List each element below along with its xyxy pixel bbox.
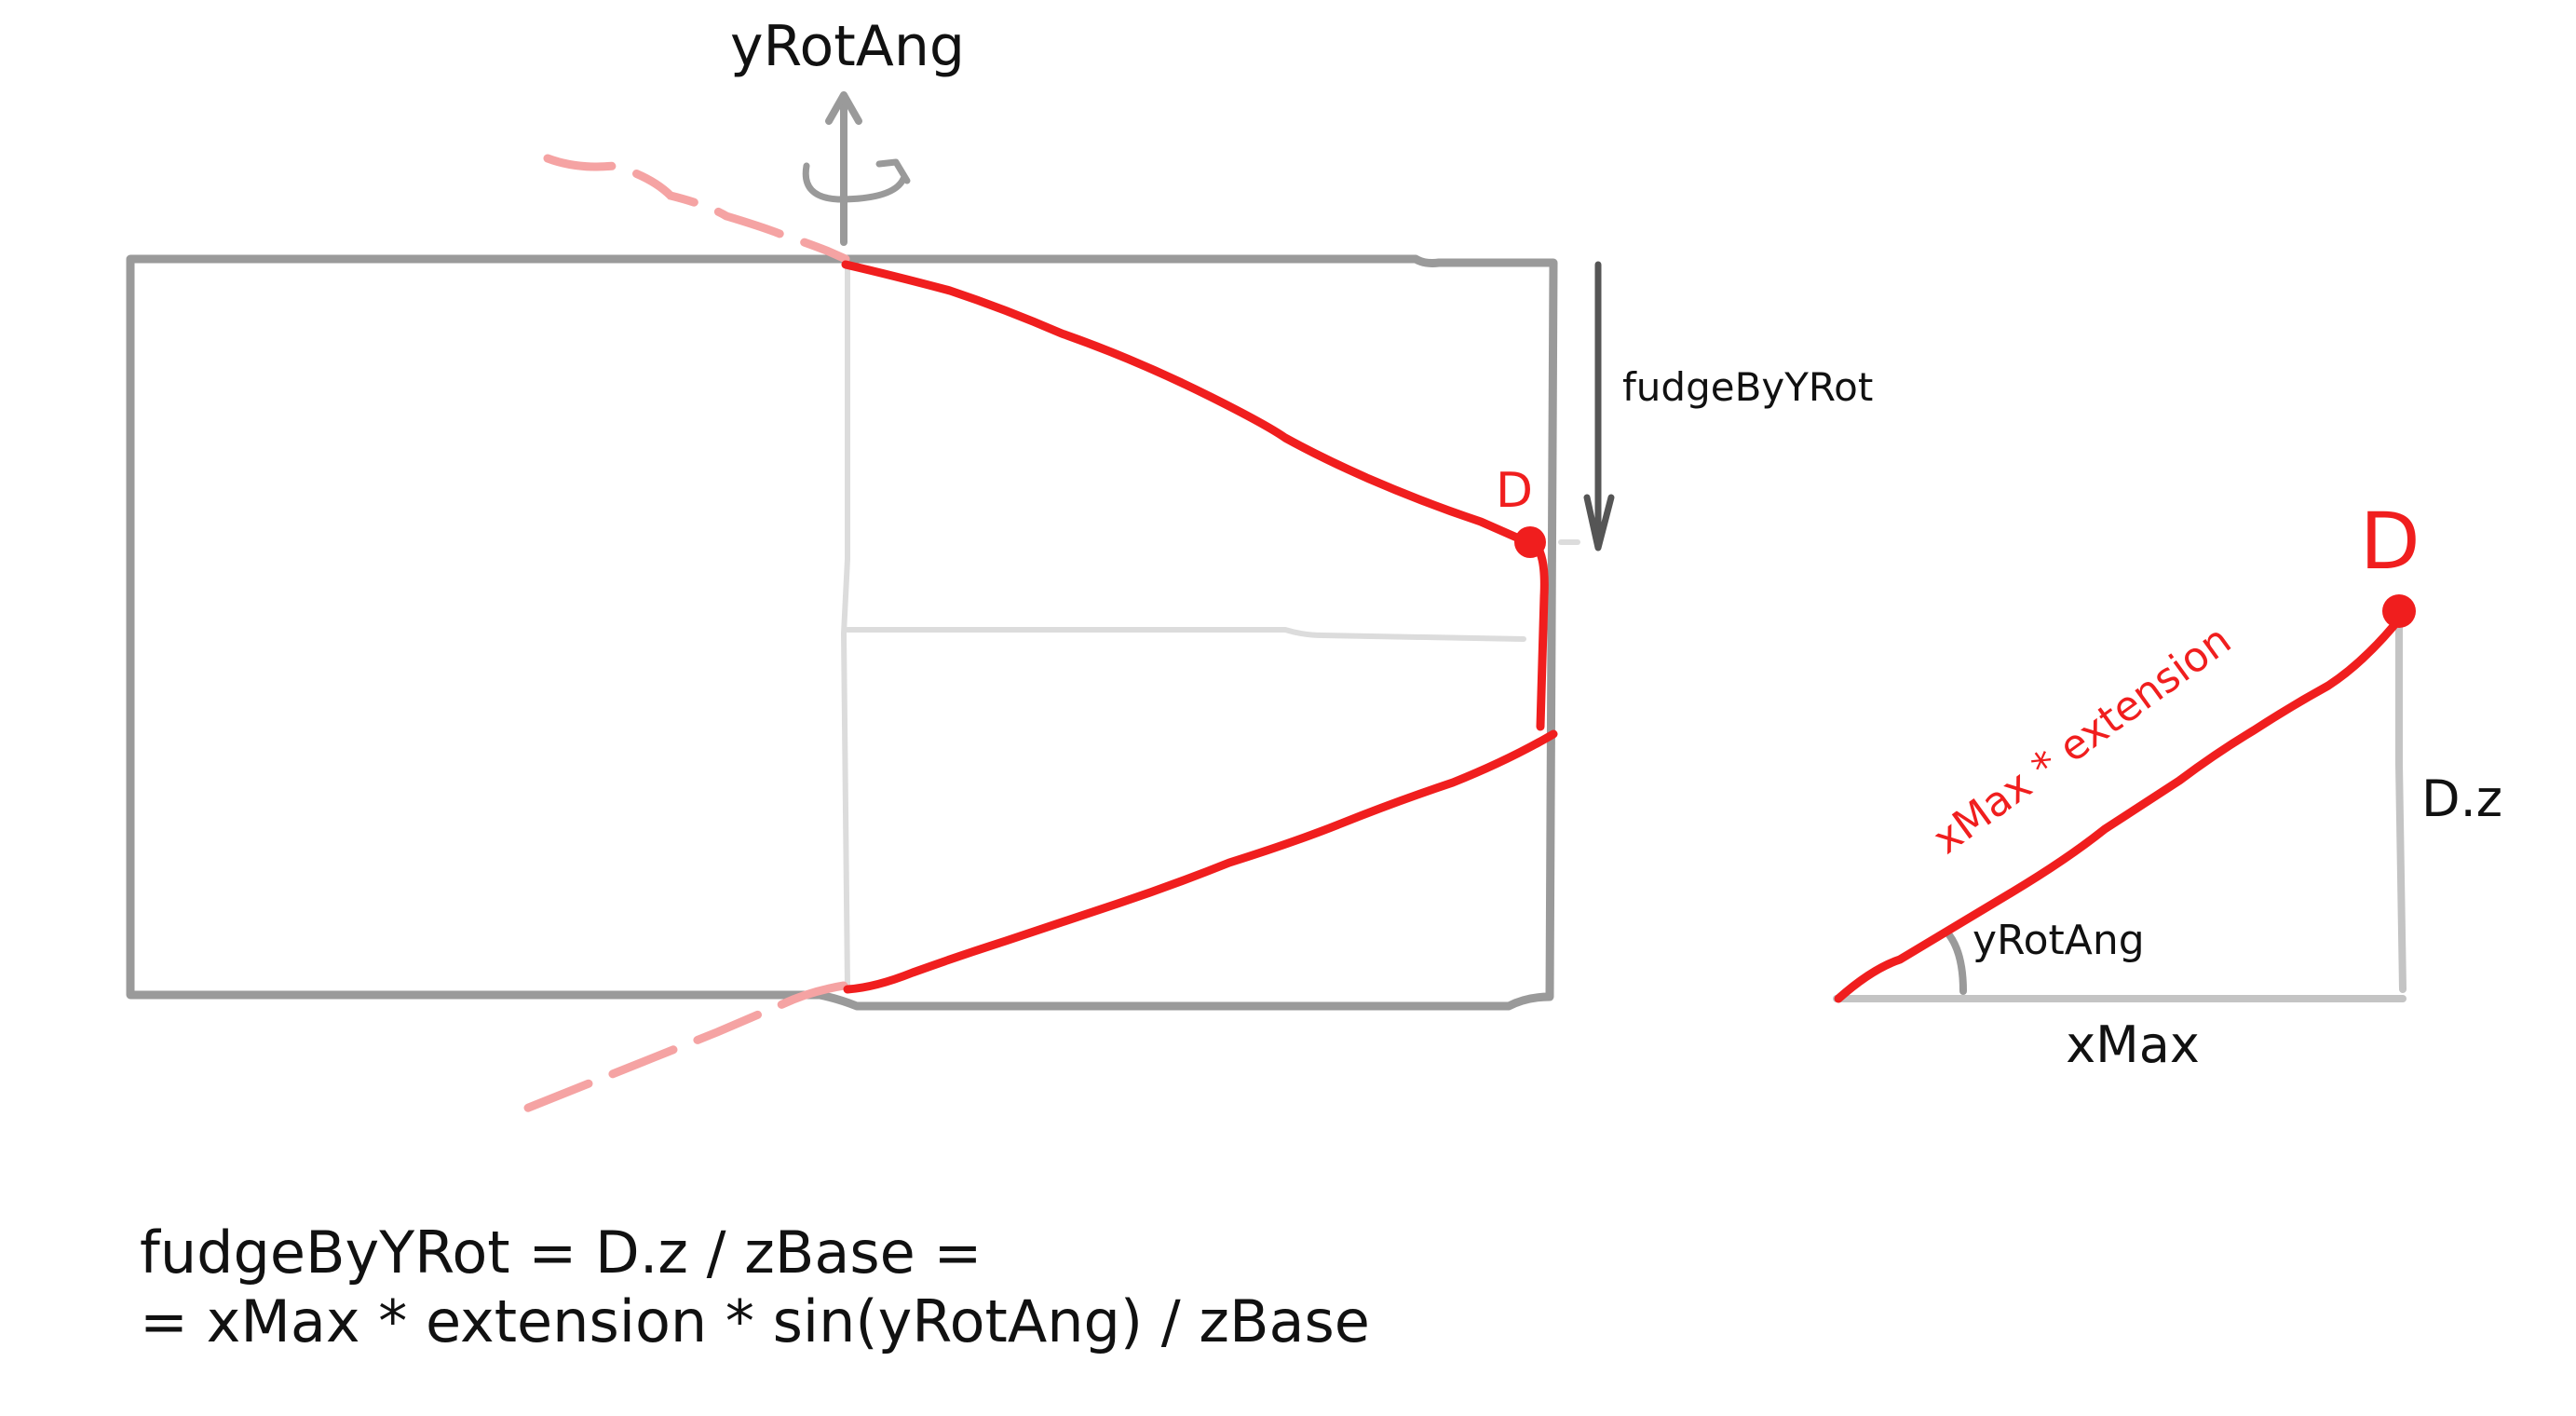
point-d-marker <box>1514 526 1546 558</box>
hypotenuse-label: xMax * extension <box>1924 616 2240 863</box>
formula-block: fudgeByYRot = D.z / zBase == xMax * exte… <box>140 1219 1370 1356</box>
formula-line-1: fudgeByYRot = D.z / zBase = <box>140 1219 983 1287</box>
mid-horizontal-line <box>845 627 1526 642</box>
lower-extension-dashed <box>517 981 848 1115</box>
point-d-label: D <box>1496 463 1533 519</box>
rotation-arc-icon <box>802 158 911 203</box>
upper-red-line <box>841 260 1532 547</box>
point-d-large-label: D <box>2360 496 2420 587</box>
fudge-arrow-label: fudgeByYRot <box>1622 364 1873 410</box>
triangle-hypotenuse <box>1834 610 2407 1003</box>
center-vertical-line <box>840 263 850 990</box>
lower-red-line <box>843 729 1558 994</box>
vertical-red-line <box>1532 541 1549 731</box>
rectangle-outline <box>126 254 1558 1011</box>
angle-arc <box>1943 928 1967 995</box>
triangle-vertical-leg <box>2395 619 2407 993</box>
formula-line-2: = xMax * extension * sin(yRotAng) / zBas… <box>140 1287 1370 1355</box>
rotation-axis-label: yRotAng <box>730 14 965 79</box>
upper-extension-dashed <box>543 154 850 264</box>
angle-label: yRotAng <box>1973 917 2145 964</box>
point-d-large-marker <box>2382 594 2416 628</box>
vertical-leg-label: D.z <box>2421 769 2502 828</box>
fudge-arrow <box>1583 261 1615 551</box>
horizontal-leg-label: xMax <box>2066 1015 2200 1074</box>
rotation-axis-arrow <box>825 91 862 246</box>
